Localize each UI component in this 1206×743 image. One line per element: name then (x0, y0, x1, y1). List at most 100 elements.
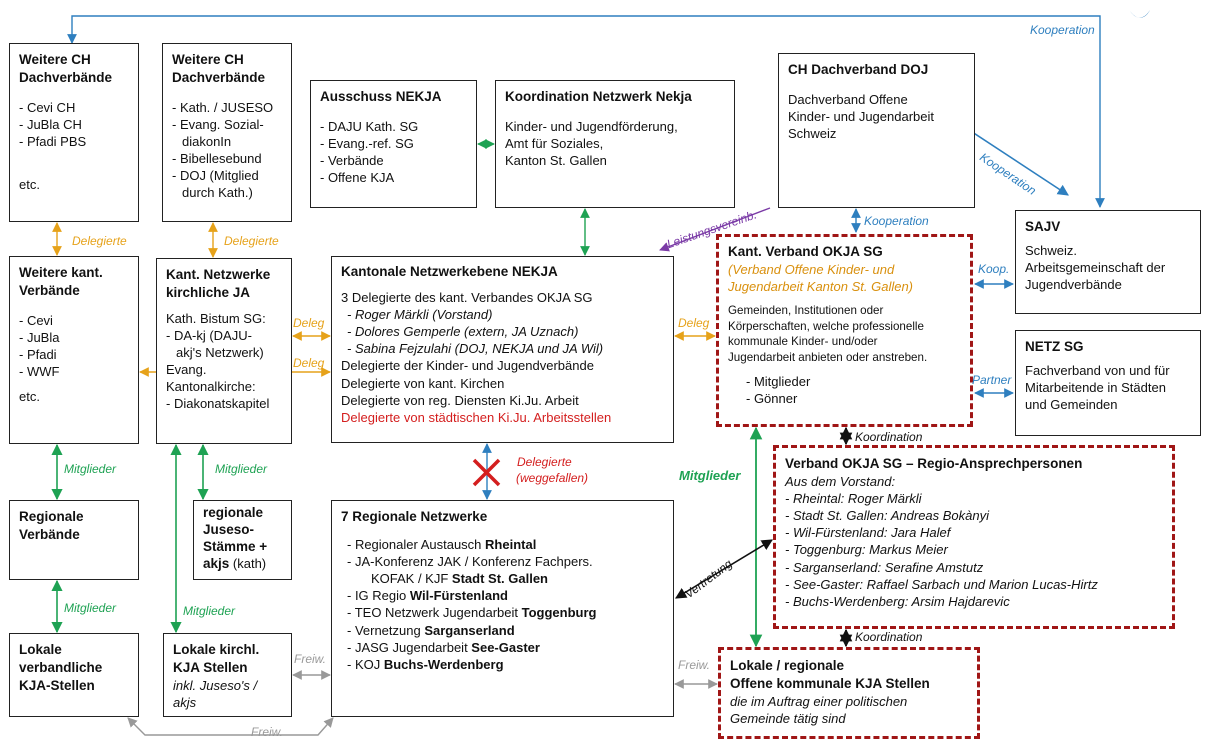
title-line: verbandliche (19, 659, 103, 675)
it-line: inkl. Juseso's / (173, 677, 258, 693)
connector-kooperation-top (67, 15, 1105, 208)
regnetz-row: - KOJ Buchs-Werdenberg (341, 656, 664, 673)
row-text: - JASG Jugendarbeit (347, 639, 472, 655)
title-line: Lokale kirchl. (173, 642, 260, 657)
title-line: Weitere kant. (19, 265, 103, 280)
row-bold: Wil-Fürstenland (409, 588, 508, 604)
delegate-item: - Sabina Fejzulahi (DOJ, NEKJA und JA Wi… (347, 341, 604, 357)
row-bold: Sarganserland (424, 622, 515, 638)
regnetz-row: - Vernetzung Sarganserland (341, 622, 664, 639)
label-delegierte-2: Delegierte (224, 234, 279, 248)
title-line: Offene kommunale KJA Stellen (730, 675, 930, 691)
title-line: Weitere CH (19, 52, 91, 67)
regio-item: - Stadt St. Gallen: Andreas Bokànyi (785, 508, 990, 524)
list-item: - Pfadi PBS (19, 133, 87, 149)
list-item: - Pfadi (19, 346, 57, 362)
title-line: Weitere CH (172, 52, 244, 67)
label-freiw-2: Freiw. (678, 658, 711, 672)
title-last-rest: (kath) (229, 555, 267, 571)
box-kant-verband-okja-sg: Kant. Verband OKJA SG (Verband Offene Ki… (716, 234, 973, 427)
row-text: - Vernetzung (347, 622, 425, 638)
text-line: Mitarbeitende in Städten (1025, 379, 1166, 395)
text-line: - DA-kj (DAJU- (166, 327, 252, 343)
label-mitglieder-4: Mitglieder (183, 604, 236, 618)
box-title: Koordination Netzwerk Nekja (505, 89, 692, 104)
label-mitglieder-3: Mitglieder (64, 601, 117, 615)
title-line: regionale (203, 505, 264, 520)
list-item: - Cevi (19, 312, 53, 328)
text-line: Kath. Bistum SG: (166, 310, 266, 326)
text-line: Jugendverbände (1025, 277, 1122, 293)
box-title: 7 Regionale Netzwerke (341, 509, 488, 524)
desc-line: Körperschaften, welche professionelle (728, 319, 924, 333)
regnetz-row: - JA-Konferenz JAK / Konferenz Fachpers. (341, 553, 664, 570)
list-item: - Kath. / JUSESO (172, 99, 274, 115)
box-regionale-verbaende: Regionale Verbände (9, 500, 139, 580)
text-line: Delegierte von kant. Kirchen (341, 375, 505, 391)
row-text: - TEO Netzwerk Jugendarbeit (347, 605, 522, 621)
regnetz-row: - JASG Jugendarbeit See-Gaster (341, 639, 664, 656)
text-line: - Diakonatskapitel (166, 396, 270, 412)
box-regio-ansprechpersonen: Verband OKJA SG – Regio-Ansprechpersonen… (773, 445, 1175, 629)
box-weitere-kant-verbaende: Weitere kant. Verbände - Cevi - JuBla - … (9, 256, 139, 444)
text-line: Delegierte der Kinder- und Jugendverbänd… (341, 358, 594, 374)
text-line: Schweiz. (1025, 242, 1078, 258)
box-lokale-kirchl-kja-stellen: Lokale kirchl. KJA Stellen inkl. Juseso'… (163, 633, 292, 717)
list-item: - Mitglieder (746, 374, 811, 390)
box-title: Kantonale Netzwerkebene NEKJA (341, 264, 558, 279)
list-item: - Offene KJA (320, 170, 395, 186)
desc-line: Jugendarbeit anbieten oder anstreben. (728, 350, 928, 364)
row-text: - Regionaler Austausch (347, 536, 486, 552)
list-item: - Bibellesebund (172, 151, 262, 167)
box-regionale-juseso-staemme: regionale Juseso- Stämme + akjs (kath) (193, 500, 292, 580)
desc-line: kommunale Kinder- und/oder (728, 335, 878, 349)
row-text: - IG Regio (347, 588, 410, 604)
regnetz-row: KOFAK / KJF Stadt St. Gallen (341, 570, 664, 587)
title-line: Dachverbände (19, 69, 113, 85)
box-ch-dachverband-doj: CH Dachverband DOJ Dachverband Offene Ki… (778, 53, 975, 208)
label-mitglieder-2: Mitglieder (215, 462, 268, 476)
label-mitglieder-big: Mitglieder (679, 468, 741, 483)
nekja-intro: 3 Delegierte des kant. Verbandes OKJA SG (341, 289, 593, 305)
it-line: die im Auftrag einer politischen (730, 693, 908, 709)
box-netz-sg: NETZ SG Fachverband von und für Mitarbei… (1015, 330, 1201, 436)
label-deleg-3: Deleg (678, 316, 710, 330)
regio-item: - Wil-Fürstenland: Jara Halef (785, 525, 951, 541)
label-kooperation-mid: Kooperation (864, 214, 929, 228)
box-title: Verband OKJA SG – Regio-Ansprechpersonen (785, 456, 1083, 471)
label-freiw-3: Freiw. (251, 725, 284, 739)
label-delegierte-1: Delegierte (72, 234, 127, 248)
delegate-item: - Dolores Gemperle (extern, JA Uznach) (347, 324, 579, 340)
text-line: Delegierte von reg. Diensten Ki.Ju. Arbe… (341, 392, 579, 408)
text-line: Kantonalkirche: (166, 379, 256, 395)
list-item: - Evang. Sozial- (172, 116, 264, 132)
title-line: Verbände (19, 526, 80, 542)
title-line: Dachverbände (172, 69, 266, 85)
list-item: diakonIn (182, 133, 232, 149)
label-deleg-2: Deleg (293, 356, 325, 370)
title-line: Lokale / regionale (730, 658, 845, 673)
list-item: - JuBla CH (19, 116, 82, 132)
text-line: Arbeitsgemeinschaft der (1025, 259, 1166, 275)
box-title: SAJV (1025, 219, 1061, 234)
title-line: KJA Stellen (173, 659, 248, 675)
text-line: und Gemeinden (1025, 397, 1118, 413)
list-item: - JuBla (19, 329, 60, 345)
text-line: Kinder- und Jugendarbeit (788, 108, 934, 124)
regio-item: - Buchs-Werdenberg: Arsim Hajdarevic (785, 593, 1010, 609)
box-lokale-offene-kja-stellen: Lokale / regionale Offene kommunale KJA … (718, 647, 980, 739)
box-kant-netzwerke-kirchliche-ja: Kant. Netzwerke kirchliche JA Kath. Bist… (156, 258, 292, 444)
box-koordination-netzwerk-nekja: Koordination Netzwerk Nekja Kinder- und … (495, 80, 735, 208)
text-line: Kinder- und Jugendförderung, (505, 118, 678, 134)
delegate-item: - Roger Märkli (Vorstand) (347, 306, 493, 322)
regnetz-row: - TEO Netzwerk Jugendarbeit Toggenburg (341, 604, 664, 621)
label-koordination-1: Koordination (855, 430, 923, 444)
title-line: Stämme + (203, 538, 268, 554)
label-kooperation-top: Kooperation (1030, 23, 1095, 37)
box-lokale-verbandliche-kja-stellen: Lokale verbandliche KJA-Stellen (9, 633, 139, 717)
title-line: Lokale (19, 642, 62, 657)
box-title: Ausschuss NEKJA (320, 89, 442, 104)
subtitle-line: Jugendarbeit Kanton St. Gallen) (728, 278, 914, 294)
list-item: - Gönner (746, 391, 798, 407)
regio-item: - Toggenburg: Markus Meier (785, 542, 948, 558)
